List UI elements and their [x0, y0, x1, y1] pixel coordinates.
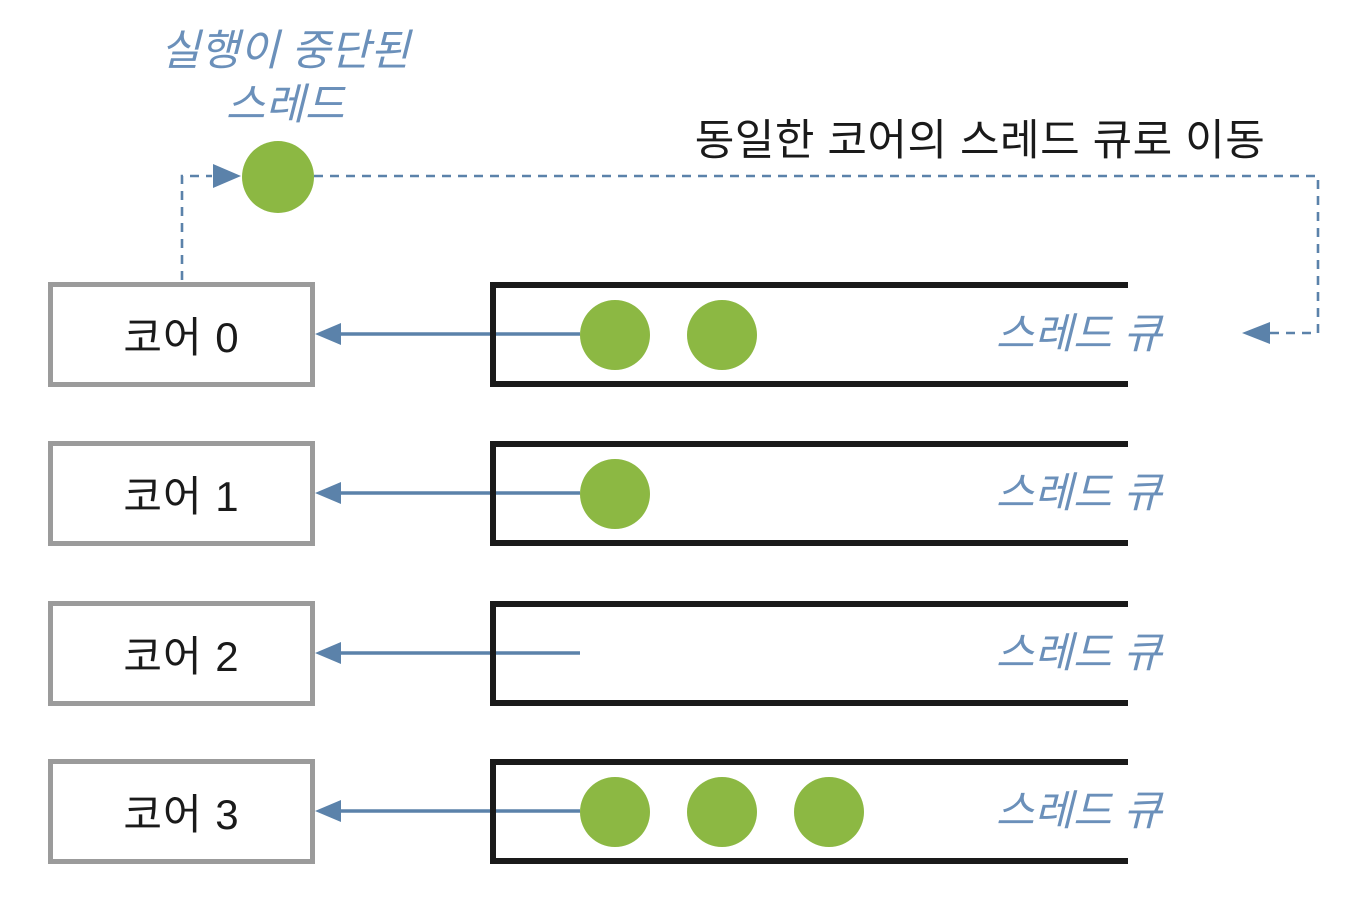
suspended-thread-circle — [242, 141, 314, 213]
suspended-thread-label-line1: 실행이 중단된 — [160, 27, 410, 75]
thread-circle — [687, 299, 757, 370]
core-box-2: 코어 2 — [48, 601, 315, 706]
queue-to-core-arrowhead-2-icon — [315, 642, 341, 664]
core-label-0: 코어 0 — [123, 314, 240, 361]
thread-circle — [580, 458, 650, 529]
queue-box-0 — [490, 282, 1128, 387]
queue-label-1: 스레드 큐 — [995, 469, 1162, 516]
queue-label-3: 스레드 큐 — [995, 787, 1162, 834]
queue-box-2 — [490, 601, 1128, 706]
thread-circle — [580, 776, 650, 847]
suspend-return-arrowhead-icon — [1242, 322, 1270, 344]
queue-thread-circles-1 — [580, 447, 650, 540]
core-box-0: 코어 0 — [48, 282, 315, 387]
queue-to-core-arrowhead-3-icon — [315, 800, 341, 822]
suspend-up-arrowhead-icon — [213, 164, 241, 188]
suspended-thread-label: 실행이 중단된 스레드 — [130, 24, 440, 132]
queue-box-1 — [490, 441, 1128, 546]
thread-circle — [580, 299, 650, 370]
queue-to-core-arrowhead-0-icon — [315, 323, 341, 345]
core-box-3: 코어 3 — [48, 759, 315, 864]
suspended-thread-label-line2: 스레드 — [225, 81, 345, 129]
queue-label-2: 스레드 큐 — [995, 629, 1162, 676]
queue-to-core-arrowhead-1-icon — [315, 482, 341, 504]
move-annotation: 동일한 코어의 스레드 큐로 이동 — [694, 117, 1266, 165]
core-label-3: 코어 3 — [123, 791, 240, 838]
thread-circle — [794, 776, 864, 847]
core-box-1: 코어 1 — [48, 441, 315, 546]
queue-label-0: 스레드 큐 — [995, 310, 1162, 357]
suspend-up-connector — [180, 174, 212, 280]
queue-box-3 — [490, 759, 1128, 864]
core-label-1: 코어 1 — [123, 473, 240, 520]
queue-thread-circles-0 — [580, 288, 757, 381]
queue-thread-circles-3 — [580, 765, 864, 858]
core-label-2: 코어 2 — [123, 633, 240, 680]
thread-circle — [687, 776, 757, 847]
